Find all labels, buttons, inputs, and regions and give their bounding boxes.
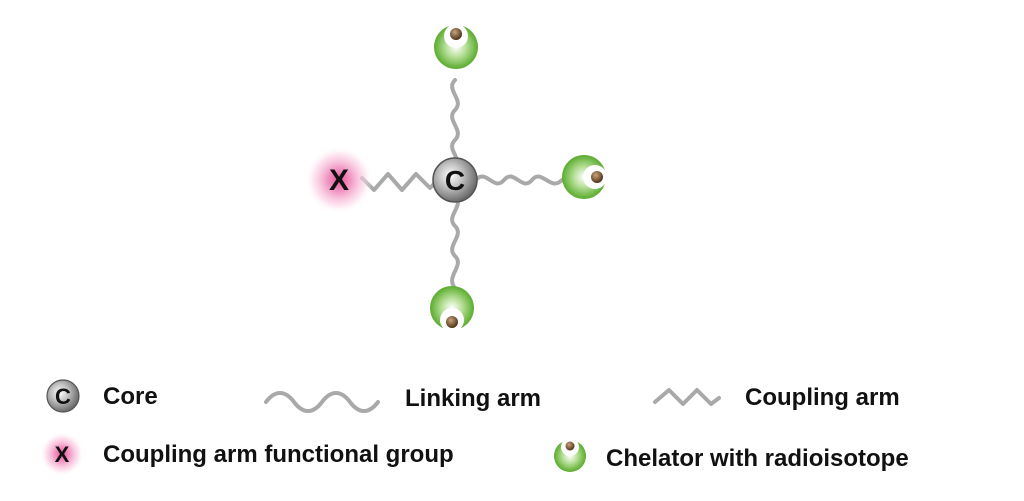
coupling-arm-left — [360, 172, 438, 192]
legend-chelator-icon — [554, 438, 586, 472]
legend-core-symbol: C — [55, 384, 71, 409]
legend-coupling-arm-label: Coupling arm — [745, 384, 900, 411]
linking-arm-top — [450, 78, 460, 172]
legend-linking-arm-label: Linking arm — [405, 385, 542, 412]
linking-arm-right — [474, 174, 564, 186]
legend-functional-group-icon: X — [40, 432, 84, 476]
functional-group-symbol: X — [329, 164, 349, 197]
core-node: C — [432, 157, 478, 203]
linking-arm-bottom — [450, 194, 460, 290]
core-symbol: C — [445, 165, 465, 196]
legend-chelator-label: Chelator with radioisotope — [606, 445, 909, 472]
legend-coupling-arm-icon — [653, 388, 721, 406]
functional-group-node: X — [305, 146, 373, 214]
legend-core-label: Core — [103, 383, 158, 410]
chelator-right — [562, 155, 607, 199]
legend-linking-arm-icon — [264, 391, 380, 413]
legend-functional-group-label: Coupling arm functional group — [103, 441, 454, 468]
legend-core-icon: C — [46, 379, 80, 413]
chelator-top — [434, 24, 478, 69]
legend-group-symbol: X — [55, 442, 70, 467]
chelator-bottom — [430, 286, 474, 332]
